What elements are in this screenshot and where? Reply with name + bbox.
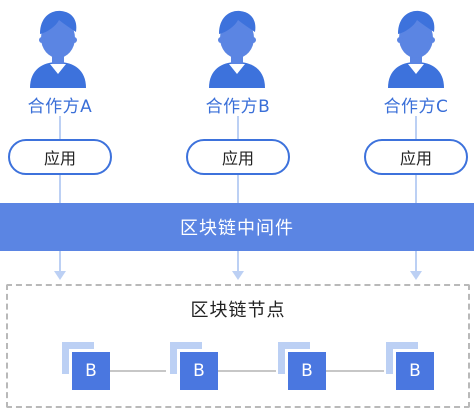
user-icon (205, 8, 269, 88)
block-node: B (278, 342, 330, 394)
arrow-down-icon (53, 251, 67, 281)
app-pill-b: 应用 (186, 139, 290, 175)
arrow-down-icon (231, 251, 245, 281)
connector-line (237, 116, 239, 140)
node-link-line (324, 370, 384, 372)
user-icon (384, 8, 448, 88)
party-label-c: 合作方C (383, 97, 449, 117)
user-icon (26, 8, 90, 88)
party-label-b: 合作方B (205, 97, 271, 117)
connector-line (59, 116, 61, 140)
node-link-line (214, 370, 276, 372)
connector-line (415, 175, 417, 203)
app-pill-c: 应用 (364, 139, 468, 175)
party-label-a: 合作方A (27, 97, 93, 117)
connector-line (237, 175, 239, 203)
block-node: B (170, 342, 222, 394)
block-label: B (180, 352, 218, 390)
block-label: B (396, 352, 434, 390)
app-pill-a: 应用 (8, 139, 112, 175)
block-label: B (288, 352, 326, 390)
middleware-bar: 区块链中间件 (0, 203, 474, 251)
connector-line (415, 116, 417, 140)
arrow-down-icon (409, 251, 423, 281)
nodes-title: 区块链节点 (190, 300, 286, 321)
nodes-container (6, 284, 470, 408)
block-node: B (386, 342, 438, 394)
block-node: B (62, 342, 114, 394)
node-link-line (106, 370, 166, 372)
block-label: B (72, 352, 110, 390)
connector-line (59, 175, 61, 203)
